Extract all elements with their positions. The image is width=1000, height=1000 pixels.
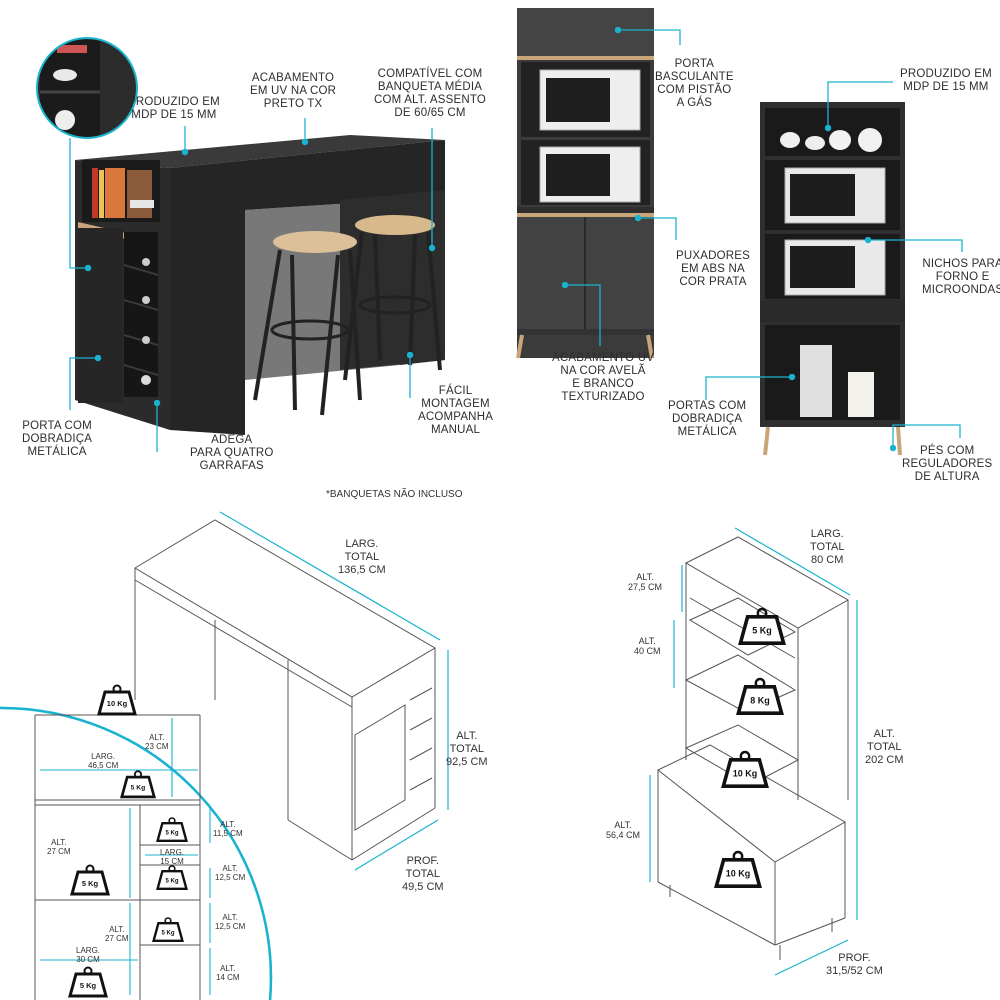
weight-icon: 5 Kg [120,770,156,799]
banquetas-note: *BANQUETAS NÃO INCLUSO [326,489,463,500]
weight-icon: 5 Kg [68,966,108,998]
tall-dim-alt275: ALT.27,5 CM [628,572,663,592]
weight-icon: 8 Kg [736,677,784,716]
weight-label: 10 Kg [726,869,751,879]
tall-dim-lines [649,527,858,976]
tower-cabinet-photo [516,8,654,359]
bar-cabinet-photo [75,135,445,435]
weight-icon: 10 Kg [97,684,137,716]
weight-label: 10 Kg [733,769,758,779]
zoom-detail-circle [0,706,273,1000]
detail-inset-niche [36,37,138,139]
callout-lines [69,26,963,452]
tall-dim-prof: PROF.31,5/52 CM [826,952,883,977]
zoom-alt23: ALT.23 CM [145,733,169,751]
weight-label: 5 Kg [80,981,97,990]
weight-label: 5 Kg [165,830,178,836]
weight-icon: 5 Kg [152,917,184,942]
zoom-alt115: ALT.11,5 CM [213,820,243,838]
zoom-larg30: LARG.30 CM [76,946,101,964]
tall-line-drawing [657,536,850,960]
weight-icon: 10 Kg [714,850,762,889]
zoom-larg15: LARG.15 CM [160,848,185,866]
weight-label: 5 Kg [82,879,99,888]
zoom-larg46: LARG.46,5 CM [88,752,119,770]
tall-dim-alt40: ALT.40 CM [634,636,661,656]
weight-icon: 5 Kg [738,607,786,646]
zoom-alt125a: ALT.12,5 CM [215,864,246,882]
bar-line-drawing [134,519,436,861]
weight-label: 5 Kg [165,878,178,884]
zoom-alt27a: ALT.27 CM [47,838,71,856]
tall-dim-alt564: ALT.56,4 CM [606,820,641,840]
zoom-alt27b: ALT.27 CM [105,925,129,943]
right-cabinet-photo [760,102,905,456]
weight-icon: 10 Kg [721,750,769,789]
weight-icon: 5 Kg [156,817,188,842]
zoom-alt14: ALT.14 CM [216,964,240,982]
weight-label: 5 Kg [161,930,174,936]
zoom-alt125b: ALT.12,5 CM [215,913,246,931]
weight-label: 10 Kg [107,699,128,708]
weight-label: 5 Kg [752,626,772,636]
stools-photo [253,215,442,416]
weight-icon: 5 Kg [156,865,188,890]
weight-label: 8 Kg [750,696,770,706]
bar-dim-lines [219,511,449,871]
weight-label: 5 Kg [131,785,146,792]
weight-icon: 5 Kg [70,864,110,896]
